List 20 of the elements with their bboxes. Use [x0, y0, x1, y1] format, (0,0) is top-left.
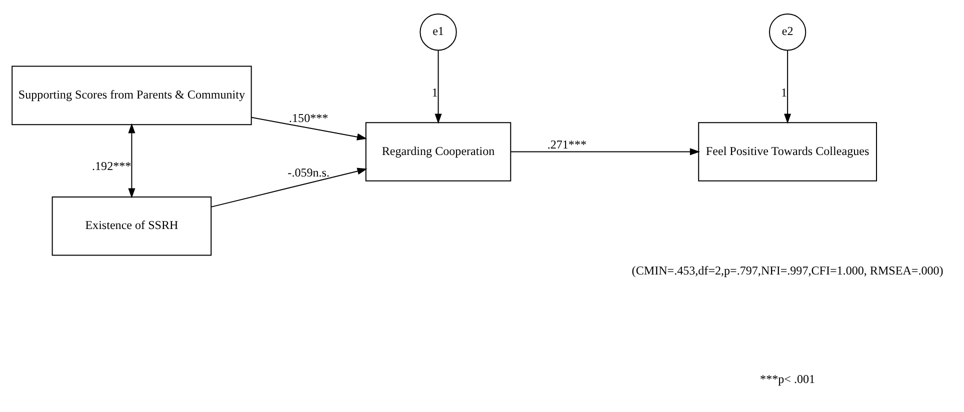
arrow	[434, 50, 442, 124]
edge-label: .150***	[289, 111, 328, 126]
edge-label: .271***	[547, 137, 587, 152]
edge-label: -.059n.s.	[288, 165, 330, 180]
arrow	[251, 116, 368, 140]
arrow	[211, 168, 368, 208]
label: (CMIN=.453,df=2,p=.797,NFI=.997,CFI=1.000, RMSEA=.000)	[632, 263, 944, 278]
node-box: Feel Positive Towards Colleagues	[698, 122, 878, 182]
node-circle: e1	[420, 14, 457, 51]
edge-label: 1	[432, 85, 438, 100]
node-circle: e2	[768, 14, 806, 51]
label: ***p< .001	[760, 372, 816, 386]
arrow	[128, 123, 136, 198]
arrow	[510, 148, 700, 156]
node-box: Supporting Scores from Parents & Community	[12, 66, 252, 126]
edge-label: .192***	[92, 159, 132, 174]
edge-label: 1	[781, 85, 788, 100]
arrow	[784, 50, 792, 124]
node-box: Regarding Cooperation	[365, 122, 512, 182]
node-box: Existence of SSRH	[52, 196, 212, 256]
